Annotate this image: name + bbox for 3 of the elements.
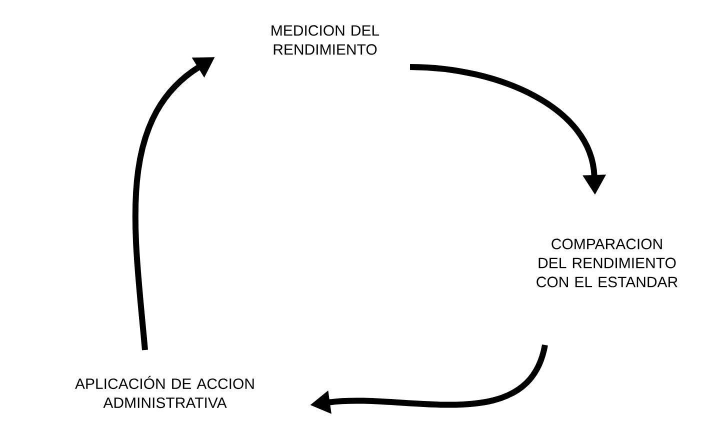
step-label: MEDICION DEL RENDIMIENTO xyxy=(272,25,380,55)
step-label: COMPARACION DEL RENDIMIENTO CON EL ESTANDAR xyxy=(536,238,678,288)
step-label: APLICACIÓN DE ACCION ADMINISTRATIVA xyxy=(75,376,254,408)
